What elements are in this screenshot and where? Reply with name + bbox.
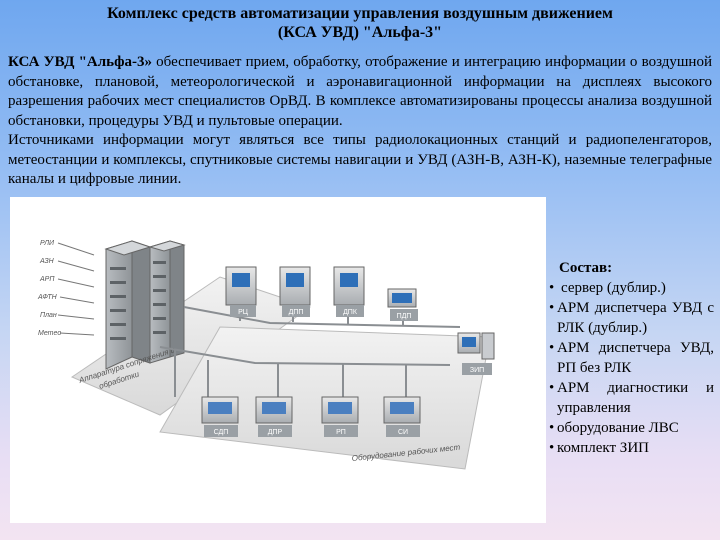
composition-item: •АРМ диспетчера УВД с РЛК (дублир.)	[549, 300, 714, 336]
server-racks	[104, 240, 186, 370]
workstation-label: РП	[336, 429, 346, 436]
composition-item: •сервер (дублир.)	[549, 280, 666, 296]
workstation-label: РЦ	[238, 309, 249, 316]
bullet-icon: •	[549, 300, 555, 316]
source-label: Метео	[38, 330, 61, 337]
bottom-workstation-si: СИ	[383, 396, 421, 437]
zip-kit: ЗИП	[457, 332, 495, 375]
page-title: Комплекс средств автоматизации управлени…	[0, 4, 720, 42]
composition-item: •АРМ диспетчера УВД, РП без РЛК	[549, 340, 714, 376]
source-label: АРП	[39, 276, 55, 283]
top-workstation-dpk: ДПК	[333, 266, 365, 317]
page-title-line-1: Комплекс средств автоматизации управлени…	[107, 5, 613, 22]
top-workstation-dpp: ДПП	[279, 266, 311, 317]
composition-item: •комплект ЗИП	[549, 440, 649, 456]
bottom-workstation-sdp: СДП	[201, 396, 239, 437]
composition-panel: Состав: •сервер (дублир.) •АРМ диспетчер…	[549, 258, 714, 458]
workstation-label: ДПР	[268, 429, 283, 436]
composition-item: •оборудование ЛВС	[549, 420, 679, 436]
zip-label: ЗИП	[470, 367, 484, 374]
bottom-workstation-rp: РП	[321, 396, 359, 437]
lan-cables	[159, 306, 461, 397]
bullet-icon: •	[549, 440, 555, 456]
bullet-icon: •	[549, 340, 555, 356]
bottom-workstation-dpr: ДПР	[255, 396, 293, 437]
system-diagram-svg: РЛИ АЗН АРП АФТН План Метео	[37, 240, 495, 470]
page-title-line-2: (КСА УВД) "Альфа-3"	[277, 24, 443, 41]
intro-paragraph-2: Источниками информации могут являться вс…	[8, 132, 712, 187]
workstation-label: ПДП	[397, 313, 412, 320]
workstation-label: СДП	[214, 429, 229, 436]
bullet-icon: •	[549, 420, 555, 436]
source-label: План	[40, 312, 57, 319]
workstation-label: ДПП	[289, 309, 304, 316]
intro-paragraph-1: КСА УВД "Альфа-3» обеспечивает прием, об…	[8, 53, 712, 131]
system-diagram: РЛИ АЗН АРП АФТН План Метео	[10, 197, 546, 523]
intro-lead: КСА УВД "Альфа-3»	[8, 54, 152, 70]
top-workstation-pdp: ПДП	[387, 288, 418, 321]
source-label: АЗН	[39, 258, 55, 265]
intro-text: КСА УВД "Альфа-3» обеспечивает прием, об…	[8, 53, 712, 190]
workstation-label: ДПК	[343, 309, 358, 316]
source-label: РЛИ	[40, 240, 55, 247]
source-list: РЛИ АЗН АРП АФТН План Метео	[37, 240, 95, 337]
composition-list: •сервер (дублир.) •АРМ диспетчера УВД с …	[549, 278, 714, 458]
source-label: АФТН	[37, 294, 58, 301]
composition-title: Состав:	[559, 260, 613, 276]
workstation-label: СИ	[398, 429, 408, 436]
intro-paragraph-1-text: обеспечивает прием, обработку, отображен…	[8, 54, 712, 129]
composition-item: •АРМ диагностики и управления	[549, 380, 714, 416]
bullet-icon: •	[549, 380, 555, 396]
bullet-icon: •	[549, 280, 555, 296]
top-workstation-rc: РЦ	[225, 266, 257, 317]
